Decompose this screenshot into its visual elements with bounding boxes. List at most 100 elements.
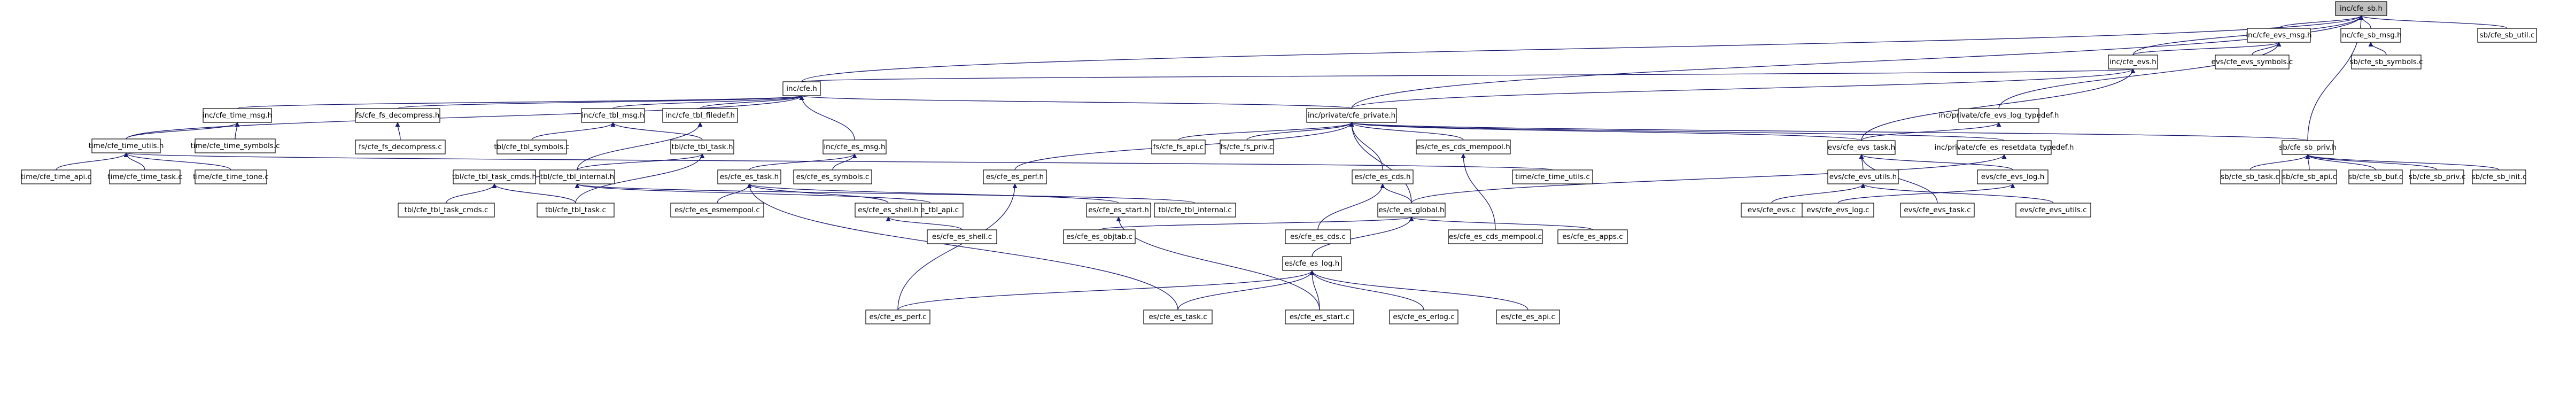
node-label: sb/cfe_sb_init.c bbox=[2472, 173, 2527, 181]
node-tblmsg[interactable]: inc/cfe_tbl_msg.h bbox=[581, 108, 645, 123]
node-timesym[interactable]: time/cfe_time_symbols.c bbox=[190, 138, 280, 153]
node-escdsmempoolc[interactable]: es/cfe_es_cds_mempool.c bbox=[1448, 229, 1543, 244]
edge-tblfiledef-to-cfeh bbox=[700, 95, 804, 109]
edge-fspriv-to-private bbox=[1246, 122, 1354, 141]
node-box bbox=[1306, 108, 1397, 123]
node-label: sb/cfe_sb_symbols.c bbox=[2349, 58, 2423, 66]
node-label: sb/cfe_sb_priv.h bbox=[2279, 143, 2336, 152]
node-tbltask[interactable]: tbl/cfe_tbl_task.h bbox=[670, 140, 734, 154]
node-escds[interactable]: es/cfe_es_cds.h bbox=[1352, 169, 1414, 184]
node-label: es/cfe_es_apps.c bbox=[1562, 233, 1623, 241]
node-label: es/cfe_es_objtab.c bbox=[1066, 233, 1132, 241]
node-sbmsg[interactable]: inc/cfe_sb_msg.h bbox=[2340, 28, 2402, 43]
node-evstask[interactable]: evs/cfe_evs_task.h bbox=[1827, 140, 1896, 155]
node-tbltaskcmdsc[interactable]: tbl/cfe_tbl_task_cmds.c bbox=[398, 203, 495, 218]
node-sbapi[interactable]: sb/cfe_sb_api.c bbox=[2282, 169, 2337, 184]
node-esapps[interactable]: es/cfe_es_apps.c bbox=[1557, 229, 1628, 244]
node-label: es/cfe_es_esmempool.c bbox=[674, 206, 760, 214]
node-label: time/cfe_time_api.c bbox=[21, 173, 91, 181]
node-label: es/cfe_es_symbols.c bbox=[796, 173, 870, 181]
node-fsdecomp[interactable]: fs/cfe_fs_decompress.h bbox=[355, 108, 440, 123]
node-evstaskc[interactable]: evs/cfe_evs_task.c bbox=[1900, 203, 1975, 218]
edge-timetone-to-timeutils bbox=[123, 152, 231, 171]
node-sbpriv[interactable]: sb/cfe_sb_priv.h bbox=[2279, 140, 2337, 155]
node-esperf[interactable]: es/cfe_es_perf.h bbox=[983, 169, 1047, 184]
node-tbltaskc[interactable]: tbl/cfe_tbl_task.c bbox=[537, 203, 615, 218]
node-esstartc[interactable]: es/cfe_es_start.c bbox=[1285, 309, 1354, 324]
node-fsdecompc[interactable]: fs/cfe_fs_decompress.c bbox=[355, 140, 446, 154]
edge-esstarth-to-estask bbox=[747, 183, 1119, 204]
node-box bbox=[1957, 140, 2052, 155]
node-esapi[interactable]: es/cfe_es_api.c bbox=[1496, 309, 1560, 324]
node-evsutilsc[interactable]: evs/cfe_evs_utils.c bbox=[2015, 203, 2091, 218]
node-label: evs/cfe_evs_task.h bbox=[1828, 143, 1895, 152]
node-label: evs/cfe_evs.c bbox=[1748, 206, 1796, 214]
edge-tblinternal-to-tbltask bbox=[577, 153, 705, 171]
node-sbutil[interactable]: sb/cfe_sb_util.c bbox=[2477, 28, 2537, 43]
node-esglobal[interactable]: es/cfe_es_global.h bbox=[1377, 203, 1446, 218]
node-tblinternalc[interactable]: tbl/cfe_tbl_internal.c bbox=[1154, 203, 1236, 218]
node-evs[interactable]: inc/cfe_evs.h bbox=[2108, 55, 2158, 69]
node-sbtask[interactable]: sb/cfe_sb_task.c bbox=[2220, 169, 2280, 184]
node-esmempool[interactable]: es/cfe_es_esmempool.c bbox=[670, 203, 764, 218]
node-timeutils[interactable]: time/cfe_time_utils.h bbox=[89, 138, 164, 153]
node-escdsmempool[interactable]: es/cfe_es_cds_mempool.h bbox=[1416, 140, 1511, 154]
node-eserlog[interactable]: es/cfe_es_erlog.c bbox=[1389, 309, 1458, 324]
node-evsutils[interactable]: evs/cfe_evs_utils.h bbox=[1827, 169, 1899, 184]
node-tblinternal[interactable]: tbl/cfe_tbl_internal.h bbox=[539, 169, 615, 184]
node-sbpriv_c[interactable]: sb/cfe_sb_priv.c bbox=[2409, 169, 2465, 184]
node-evsmsg[interactable]: inc/cfe_evs_msg.h bbox=[2246, 28, 2312, 43]
node-label: time/cfe_time_tone.c bbox=[193, 173, 269, 181]
node-label: fs/cfe_fs_decompress.c bbox=[359, 143, 442, 151]
node-box bbox=[983, 169, 1047, 184]
node-cfeh[interactable]: inc/cfe.h bbox=[782, 81, 821, 96]
node-box bbox=[2477, 28, 2537, 43]
node-label: time/cfe_time_utils.c bbox=[1515, 173, 1590, 181]
node-timeutilsc[interactable]: time/cfe_time_utils.c bbox=[1512, 169, 1593, 184]
node-estaskc[interactable]: es/cfe_es_task.c bbox=[1143, 309, 1213, 324]
node-sbsym[interactable]: sb/cfe_sb_symbols.c bbox=[2349, 55, 2423, 69]
node-tblsym[interactable]: tbl/cfe_tbl_symbols.c bbox=[494, 140, 570, 154]
node-label: es/cfe_es_cds.c bbox=[1290, 233, 1346, 241]
node-esstarth[interactable]: es/cfe_es_start.h bbox=[1086, 203, 1151, 218]
node-label: inc/cfe_sb.h bbox=[2340, 4, 2383, 13]
node-evslog[interactable]: evs/cfe_evs_log.h bbox=[1977, 169, 2049, 184]
node-label: evs/cfe_evs_utils.c bbox=[2020, 206, 2086, 214]
node-sbinit[interactable]: sb/cfe_sb_init.c bbox=[2472, 169, 2527, 184]
node-esmsg[interactable]: inc/cfe_es_msg.h bbox=[823, 140, 887, 154]
node-timeapi[interactable]: time/cfe_time_api.c bbox=[21, 169, 91, 184]
node-box bbox=[1352, 169, 1414, 184]
node-timetone[interactable]: time/cfe_time_tone.c bbox=[193, 169, 269, 184]
node-box bbox=[1151, 140, 1206, 154]
node-box bbox=[2410, 169, 2464, 184]
node-label: es/cfe_es_global.h bbox=[1378, 206, 1444, 214]
node-timetask[interactable]: time/cfe_time_task.c bbox=[107, 169, 182, 184]
node-esrtypedef[interactable]: inc/private/cfe_es_resetdata_typedef.h bbox=[1935, 140, 2074, 155]
node-label: sb/cfe_sb_buf.c bbox=[2348, 173, 2403, 181]
node-sbbuf[interactable]: sb/cfe_sb_buf.c bbox=[2348, 169, 2403, 184]
node-estask[interactable]: es/cfe_es_task.h bbox=[717, 169, 781, 184]
node-essym[interactable]: es/cfe_es_symbols.c bbox=[793, 169, 872, 184]
node-label: es/cfe_es_start.c bbox=[1290, 313, 1349, 321]
node-fspriv[interactable]: fs/cfe_fs_priv.c bbox=[1220, 140, 1274, 154]
edge-sbbuf-to-sbpriv bbox=[2305, 154, 2376, 171]
node-fsapi[interactable]: fs/cfe_fs_api.c bbox=[1151, 140, 1206, 154]
node-box bbox=[1512, 169, 1593, 184]
node-evstypedef[interactable]: inc/private/cfe_evs_log_typedef.h bbox=[1939, 108, 2059, 123]
node-evslogc[interactable]: evs/cfe_evs_log.c bbox=[1802, 203, 1874, 218]
node-evsc[interactable]: evs/cfe_evs.c bbox=[1741, 203, 1803, 218]
node-esperfc[interactable]: es/cfe_es_perf.c bbox=[865, 309, 930, 324]
node-esshellc[interactable]: es/cfe_es_shell.c bbox=[927, 229, 997, 244]
node-esshellh[interactable]: es/cfe_es_shell.h bbox=[855, 203, 922, 218]
edge-evstaskc-to-evstask bbox=[1859, 154, 1938, 204]
node-tbltaskcmds[interactable]: tbl/cfe_tbl_task_cmds.h bbox=[452, 169, 537, 184]
node-tblfiledef[interactable]: inc/cfe_tbl_filedef.h bbox=[662, 108, 738, 123]
node-sb[interactable]: inc/cfe_sb.h bbox=[2335, 1, 2387, 16]
node-escdsc[interactable]: es/cfe_es_cds.c bbox=[1285, 229, 1351, 244]
node-evssym[interactable]: evs/cfe_evs_symbols.c bbox=[2212, 55, 2293, 69]
node-box bbox=[2015, 203, 2091, 218]
node-eslog[interactable]: es/cfe_es_log.h bbox=[1282, 256, 1342, 271]
node-esobjtab[interactable]: es/cfe_es_objtab.c bbox=[1063, 229, 1136, 244]
node-private[interactable]: inc/private/cfe_private.h bbox=[1306, 108, 1397, 123]
node-timemsg[interactable]: inc/cfe_time_msg.h bbox=[203, 108, 272, 123]
